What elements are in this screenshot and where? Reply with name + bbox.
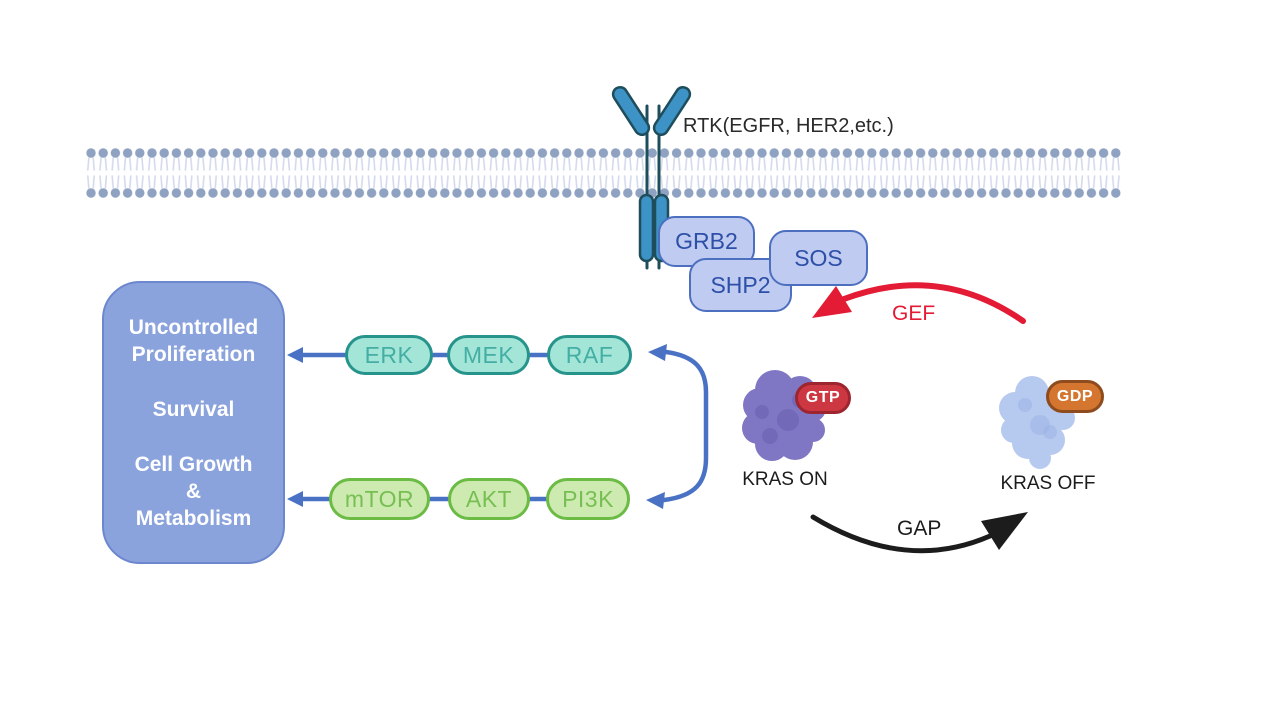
gef-label: GEF [892, 302, 936, 325]
erk-pill: ERK [345, 335, 433, 375]
mapk-connectors [287, 347, 550, 363]
gtp-badge: GTP [795, 382, 851, 414]
akt-pill: AKT [448, 478, 530, 520]
outcome-proliferation-line1: Uncontrolled [128, 315, 259, 339]
outcome-growth-line3: Metabolism [135, 506, 252, 530]
outcome-survival-line1: Survival [152, 397, 235, 421]
outcome-growth-line1: Cell Growth [134, 452, 253, 476]
outcome-growth-line2: & [185, 479, 202, 503]
gef-arrow [812, 282, 1026, 324]
kras-off-label: KRAS OFF [1000, 473, 1096, 494]
outcome-proliferation-line2: Proliferation [131, 342, 256, 366]
outcomes-box: Uncontrolled Proliferation Survival Cell… [102, 281, 285, 564]
gap-arrow [810, 512, 1028, 554]
gap-label: GAP [897, 517, 942, 540]
sos-box: SOS [769, 230, 868, 286]
mtor-pill: mTOR [329, 478, 430, 520]
rtk-label: RTK(EGFR, HER2,etc.) [683, 115, 894, 137]
cell-membrane [85, 147, 1122, 199]
outcome-growth: Cell Growth & Metabolism [135, 451, 253, 532]
outcome-survival: Survival [153, 396, 235, 423]
pi3k-pill: PI3K [546, 478, 630, 520]
raf-pill: RAF [547, 335, 632, 375]
kras-on-label: KRAS ON [742, 469, 828, 490]
gdp-badge: GDP [1046, 380, 1104, 413]
outcome-proliferation: Uncontrolled Proliferation [129, 314, 259, 368]
mek-pill: MEK [447, 335, 530, 375]
pi3k-connectors [287, 491, 549, 507]
kras-to-cascades-bracket-arrow [646, 344, 709, 509]
shp2-box: SHP2 [689, 258, 792, 312]
